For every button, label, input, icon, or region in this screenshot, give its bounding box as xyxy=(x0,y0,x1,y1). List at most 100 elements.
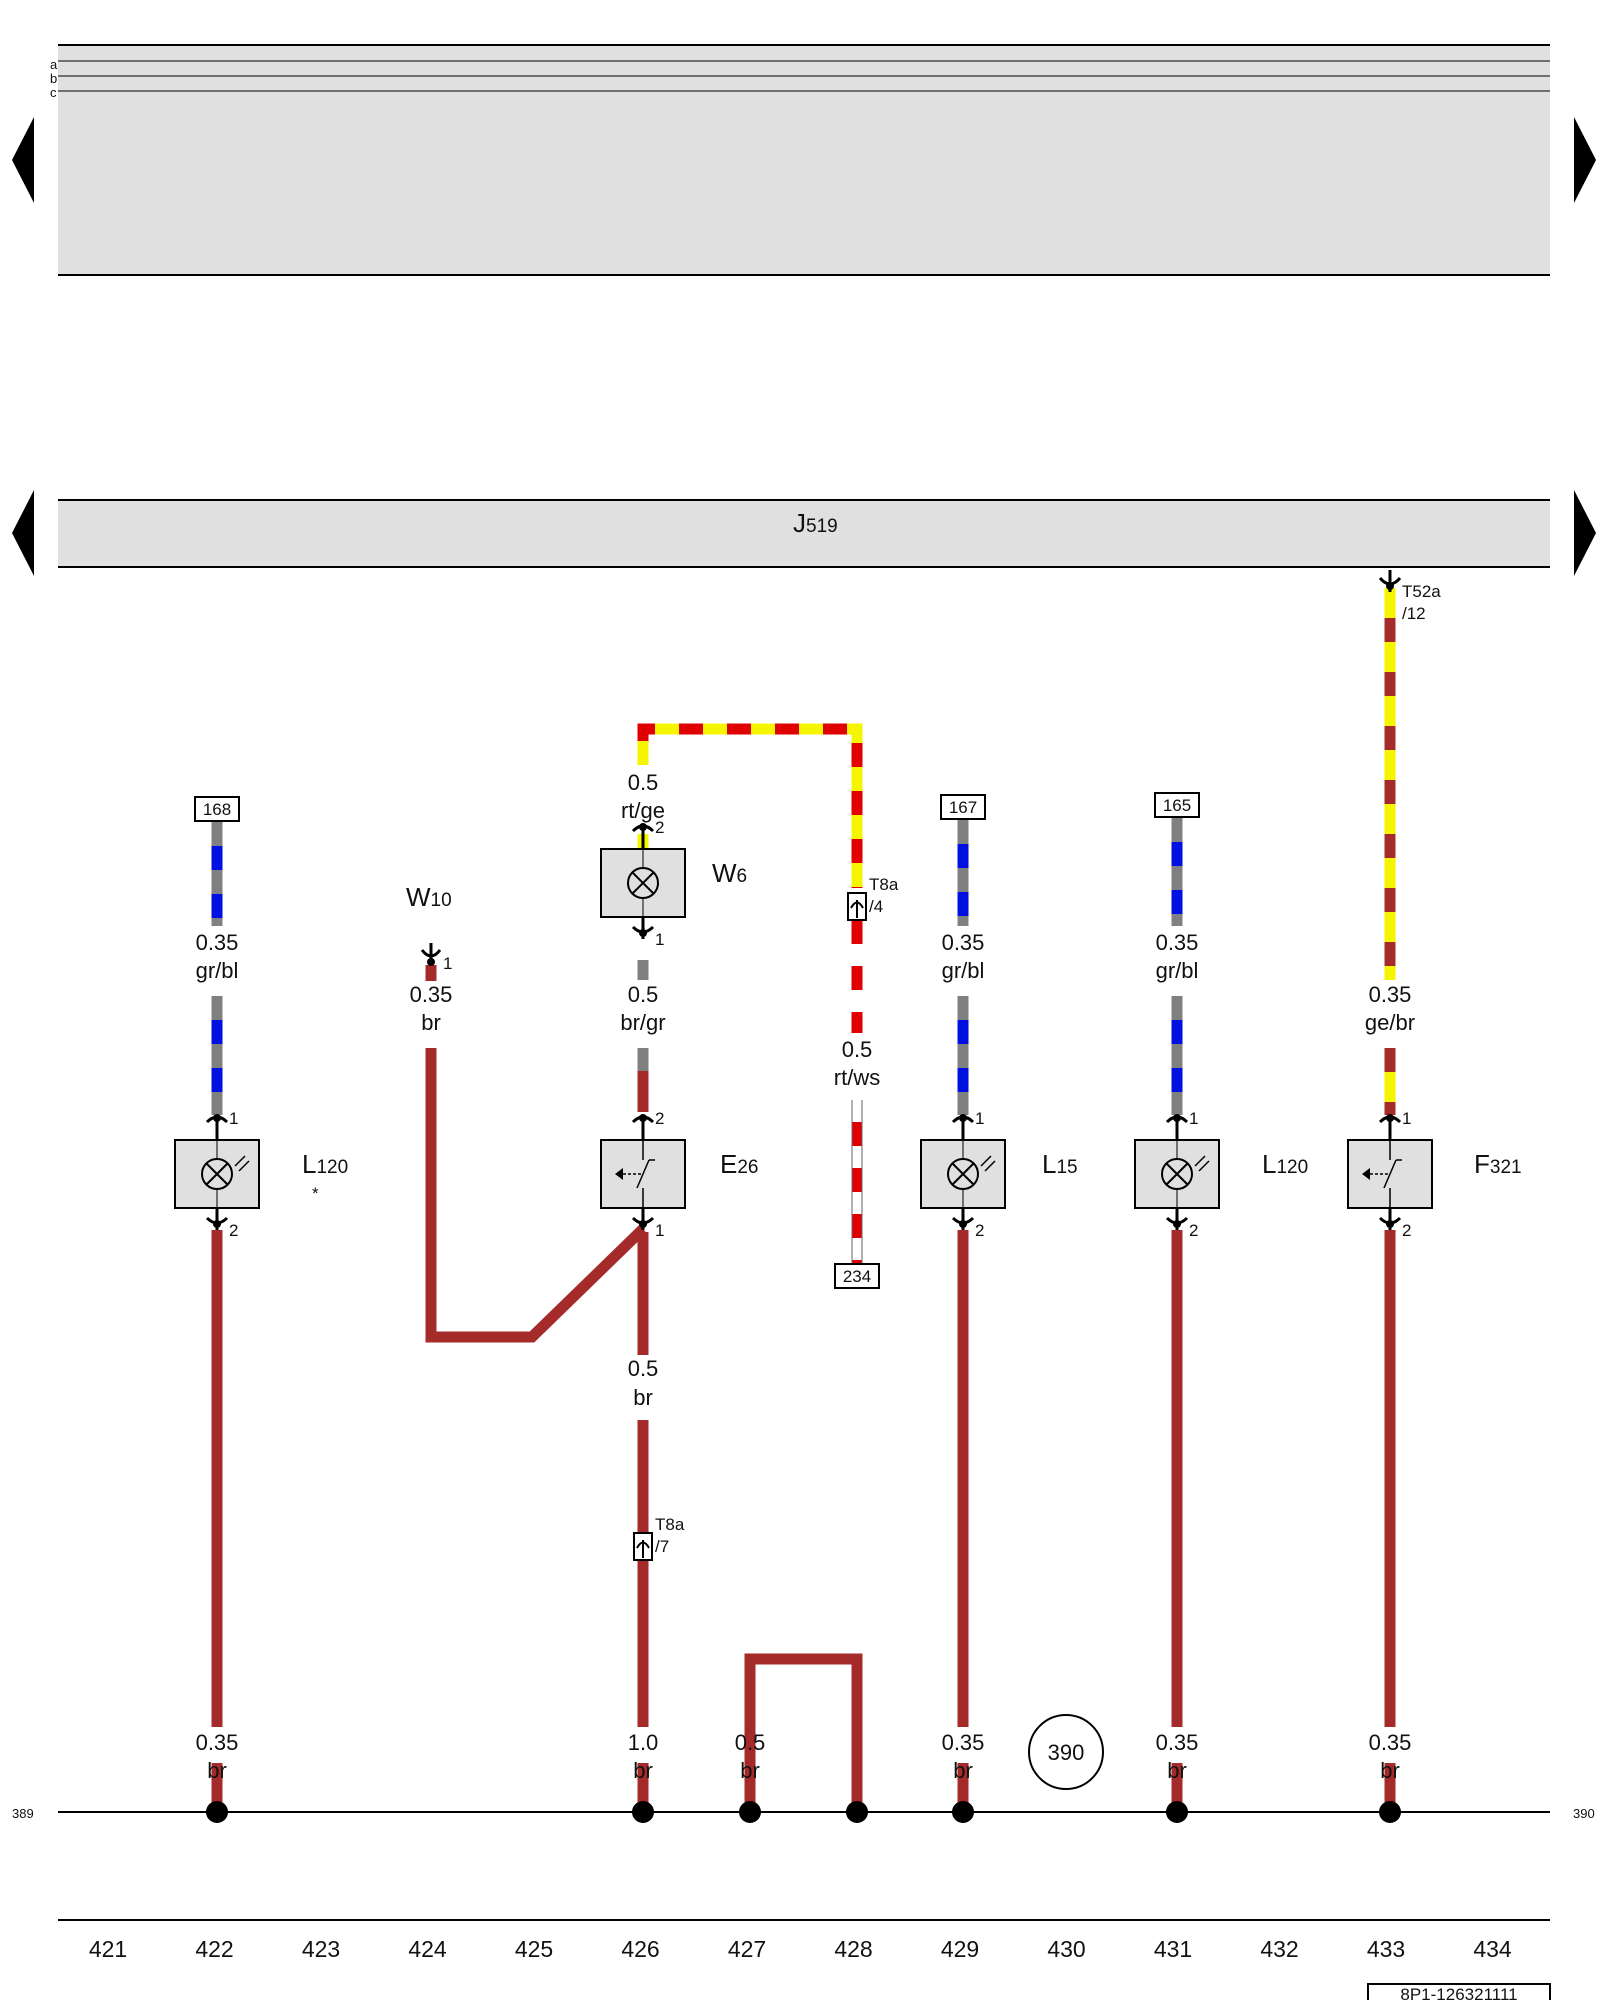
column-number: 430 xyxy=(1047,1936,1085,1962)
wire-labels: 0.35 gr/bl 0.35 br 0.5 rt/ge 0.5 br/gr 0… xyxy=(196,770,1415,1410)
t8a-7-name: T8a xyxy=(655,1515,685,1534)
column-number: 426 xyxy=(621,1936,659,1962)
header-panel: a b c xyxy=(50,44,1550,276)
w10-label: W10 xyxy=(406,882,452,912)
component-number: 120 xyxy=(316,1157,348,1178)
plug-icon xyxy=(951,1208,975,1230)
component-label: F321 xyxy=(1474,1149,1522,1179)
column-number: 428 xyxy=(834,1936,872,1962)
wire-ref-165[interactable]: 165 xyxy=(1154,792,1200,818)
wire-ref-167[interactable]: 167 xyxy=(940,794,986,820)
w10-number: 10 xyxy=(431,890,452,911)
plug-icon xyxy=(1378,1208,1402,1230)
component-label: L120 xyxy=(1262,1149,1308,1179)
control-unit-number: 519 xyxy=(806,516,838,537)
wire-429-color: gr/bl xyxy=(942,958,985,983)
t52a-12-name: T52a xyxy=(1402,582,1441,601)
column-number: 422 xyxy=(195,1936,233,1962)
pin-label: 2 xyxy=(655,818,664,837)
wire-429-size: 0.35 xyxy=(942,930,985,955)
component-number: 15 xyxy=(1056,1157,1077,1178)
bottom-427-color: br xyxy=(740,1758,760,1783)
bottom-wire-labels: 0.35 br 1.0 br 0.5 br 0.35 br 0.35 br 0.… xyxy=(196,1730,1412,1783)
bulb-icon xyxy=(947,1140,996,1208)
pin-label: 1 xyxy=(1402,1109,1411,1128)
bottom-426-size: 1.0 xyxy=(628,1730,659,1755)
prev-page-arrow-top[interactable] xyxy=(12,117,34,203)
component-letter: E xyxy=(720,1149,737,1179)
column-number: 425 xyxy=(515,1936,553,1962)
plug-icon xyxy=(631,1208,655,1230)
row-label-a: a xyxy=(50,57,58,72)
bottom-427-size: 0.5 xyxy=(735,1730,766,1755)
plug-icon xyxy=(205,1114,229,1140)
wire-424 xyxy=(425,965,647,1343)
prev-page-arrow-mid[interactable] xyxy=(12,490,34,576)
plug-icon xyxy=(631,917,655,939)
connector-t8a-4: T8a /4 xyxy=(847,875,899,921)
pin-label: 1 xyxy=(655,930,664,949)
wire-424-color: br xyxy=(421,1010,441,1035)
bottom-422-size: 0.35 xyxy=(196,1730,239,1755)
bulb-icon xyxy=(627,849,659,917)
switch-icon xyxy=(615,1140,655,1208)
wire-ref-168[interactable]: 168 xyxy=(194,796,240,822)
bottom-429-size: 0.35 xyxy=(942,1730,985,1755)
t52a-12-pin: /12 xyxy=(1402,604,1426,623)
plug-icon xyxy=(951,1114,975,1140)
w10-pin-1: 1 xyxy=(443,954,452,973)
plug-icon xyxy=(1378,1114,1402,1140)
column-number: 434 xyxy=(1473,1936,1512,1962)
next-page-arrow-mid[interactable] xyxy=(1574,490,1596,576)
document-id: 8P1-126321111 xyxy=(1400,1985,1517,2000)
column-number: 421 xyxy=(89,1936,127,1962)
component-label: E26 xyxy=(720,1149,758,1179)
bottom-426-color: br xyxy=(633,1758,653,1783)
component-w6[interactable]: 2 1 W6 xyxy=(600,818,748,949)
component-number: 120 xyxy=(1276,1157,1308,1178)
ground-point-390[interactable]: 390 xyxy=(1028,1714,1104,1790)
component-label: L15 xyxy=(1042,1149,1078,1179)
next-page-arrow-top[interactable] xyxy=(1574,117,1596,203)
wire-427-428-loop xyxy=(744,1653,863,1812)
pin-label: 1 xyxy=(229,1109,238,1128)
wire-426a-size: 0.5 xyxy=(628,770,659,795)
pin-label: 2 xyxy=(229,1221,238,1240)
wire-431-size: 0.35 xyxy=(1156,930,1199,955)
pin-label: 2 xyxy=(655,1109,664,1128)
wire-433-color: ge/br xyxy=(1365,1010,1415,1035)
wire-428-size: 0.5 xyxy=(842,1037,873,1062)
component-number: 6 xyxy=(737,866,748,887)
ground-point-label: 390 xyxy=(1048,1740,1085,1765)
ground-bus: 389 390 xyxy=(12,1801,1595,1823)
wire-ref-168-text: 168 xyxy=(203,800,231,819)
component-w10: 1 W10 xyxy=(406,882,452,973)
wire-426c-size: 0.5 xyxy=(628,1356,659,1381)
row-label-c: c xyxy=(50,85,57,100)
row-label-b: b xyxy=(50,71,57,86)
component-letter: W xyxy=(712,858,737,888)
bottom-433-size: 0.35 xyxy=(1369,1730,1412,1755)
column-number: 427 xyxy=(728,1936,766,1962)
wire-ref-234[interactable]: 234 xyxy=(834,1263,880,1289)
component-letter: F xyxy=(1474,1149,1490,1179)
wire-431-color: gr/bl xyxy=(1156,958,1199,983)
control-unit-letter: J xyxy=(793,508,806,538)
t8a-7-pin: /7 xyxy=(655,1537,669,1556)
plug-icon xyxy=(631,1114,655,1140)
wire-428-color: rt/ws xyxy=(834,1065,880,1090)
junction-dot xyxy=(1166,1801,1188,1823)
junction-dot xyxy=(739,1801,761,1823)
column-number: 429 xyxy=(941,1936,979,1962)
component-letter: L xyxy=(1042,1149,1056,1179)
bottom-431-color: br xyxy=(1167,1758,1187,1783)
document-id-box: 8P1-126321111 xyxy=(1367,1983,1551,2000)
wire-426b-size: 0.5 xyxy=(628,982,659,1007)
